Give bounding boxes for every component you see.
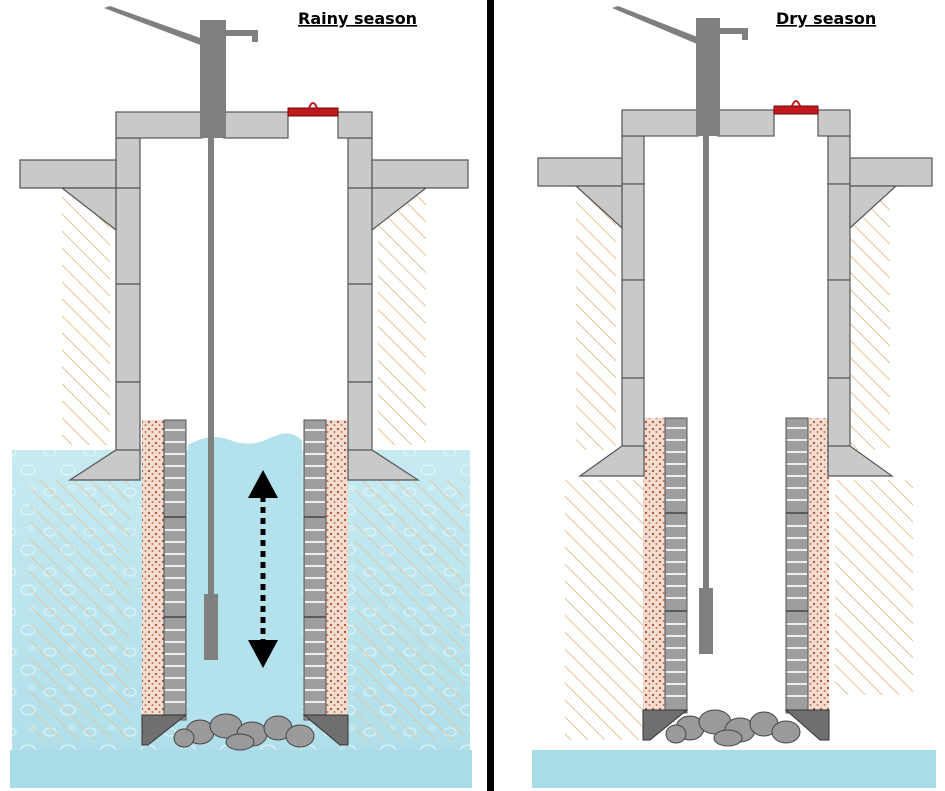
well-casing-right bbox=[785, 417, 809, 714]
well-casing-left bbox=[664, 417, 688, 714]
rock-base bbox=[141, 713, 349, 751]
upper-wall-right bbox=[347, 137, 469, 481]
rainy-season-title: Rainy season bbox=[298, 9, 417, 28]
rainy-season-panel: Rainy season bbox=[10, 6, 472, 788]
soil-right bbox=[378, 195, 426, 445]
aquifer-base bbox=[10, 750, 472, 788]
water-level-fluctuation-arrow bbox=[248, 470, 278, 668]
well-cover-slab bbox=[115, 111, 373, 139]
dry-season-panel: Dry season bbox=[532, 6, 936, 788]
gravel-pack-right bbox=[326, 420, 348, 720]
access-lid bbox=[287, 107, 339, 117]
well-casing-right bbox=[303, 419, 327, 721]
dry-season-title: Dry season bbox=[776, 9, 876, 28]
access-lid bbox=[773, 105, 819, 115]
well-water-surface bbox=[188, 433, 302, 720]
well-casing-left bbox=[163, 419, 187, 721]
rock-base bbox=[642, 709, 830, 747]
panel-divider bbox=[487, 0, 494, 791]
soil-right bbox=[850, 195, 890, 450]
gravel-pack-right bbox=[807, 418, 829, 713]
aquifer-base bbox=[532, 750, 936, 788]
upper-wall-left bbox=[537, 135, 645, 477]
soil-left bbox=[62, 195, 110, 445]
soil-left bbox=[576, 195, 616, 450]
upper-wall-left bbox=[19, 137, 141, 481]
hand-pump bbox=[612, 6, 748, 654]
upper-wall-right bbox=[827, 135, 933, 477]
gravel-pack-left bbox=[643, 418, 665, 713]
hand-pump bbox=[104, 6, 258, 660]
gravel-pack-left bbox=[142, 420, 164, 720]
